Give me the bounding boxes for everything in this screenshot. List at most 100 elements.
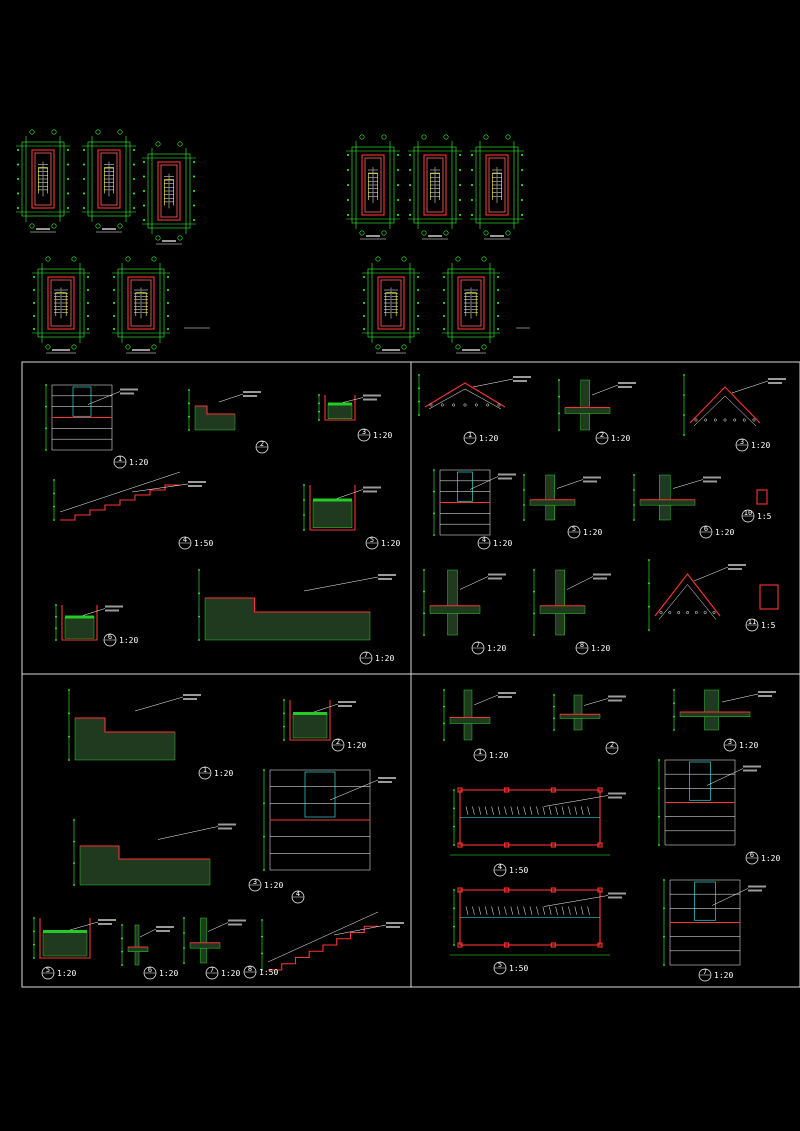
roof-tile (742, 418, 746, 422)
plan-caption-text (52, 349, 70, 351)
plan-hatch (491, 806, 494, 815)
grid-bubble (421, 134, 427, 140)
roof-layer (428, 388, 502, 410)
dim-tick (497, 315, 499, 317)
detail-scale: 1:20 (489, 751, 508, 760)
annotation-leader (591, 384, 619, 396)
dim-tick (363, 328, 365, 330)
dim-tick (303, 499, 305, 501)
plan-hatch (536, 906, 539, 915)
detail-number: 3 (253, 878, 257, 886)
column (457, 942, 463, 948)
dim-tick (263, 835, 265, 838)
roof-layer (658, 584, 717, 620)
section-detail (68, 689, 201, 761)
stair-direction-arrow (385, 292, 397, 316)
finish-line (75, 717, 175, 733)
grid-bubble (29, 129, 35, 135)
dim-tick (133, 192, 135, 195)
annotation-text (243, 395, 257, 397)
dim-tick (497, 328, 499, 330)
grid-bubble (95, 129, 101, 135)
detail-number: 5 (498, 961, 502, 969)
slab-section (564, 407, 611, 414)
dim-tick (87, 276, 89, 278)
dim-tick (33, 302, 35, 304)
section-detail (663, 879, 766, 966)
plan-hatch (548, 806, 552, 815)
column (597, 887, 603, 893)
section-detail (53, 471, 206, 521)
plan-wall-inner (488, 157, 506, 213)
dim-tick (443, 328, 445, 330)
plan-dimension-frame (87, 141, 131, 217)
column (550, 842, 556, 848)
plan-wall-outline (127, 276, 155, 330)
plan-hatch (555, 806, 558, 815)
dim-tick (53, 479, 55, 481)
detail-scale: 1:20 (347, 741, 366, 750)
dim-tick (397, 184, 399, 186)
dim-tick (471, 184, 473, 186)
plan-wall-outline (423, 154, 447, 216)
dim-tick (87, 289, 89, 291)
dim-tick (658, 815, 660, 818)
plan-wall-outline (377, 276, 405, 330)
slab-section (449, 717, 491, 724)
sheet-frames (21, 361, 800, 988)
dim-tick (33, 943, 35, 946)
annotation-text (218, 823, 236, 826)
grid-bubble (51, 129, 57, 135)
roof-tile (486, 403, 490, 407)
dim-tick (409, 154, 411, 156)
pit-outline (289, 700, 331, 741)
dim-tick (68, 735, 70, 738)
dim-tick (143, 219, 145, 221)
detail-scale: 1:20 (591, 644, 610, 653)
dim-tick (67, 178, 69, 180)
small-detail-11 (759, 584, 779, 610)
detail-scale: 1:20 (583, 528, 602, 537)
dim-tick (648, 559, 650, 561)
annotation-leader (469, 476, 499, 490)
dim-tick (121, 964, 123, 966)
dim-tick (113, 315, 115, 317)
dim-tick (521, 214, 523, 216)
plan-wall-outline (457, 276, 485, 330)
dim-tick (459, 169, 461, 171)
dim-tick (423, 634, 425, 636)
dim-tick (443, 302, 445, 304)
annotation-leader (131, 483, 189, 493)
detail-number: 1 (478, 748, 482, 756)
annotation-leader (157, 826, 219, 840)
detail-scale: 1:20 (739, 741, 758, 750)
dim-tick (45, 405, 47, 408)
detail-scale: 1:20 (57, 969, 76, 978)
dim-tick (261, 919, 263, 921)
wall-section (555, 569, 565, 636)
dim-tick (673, 689, 675, 691)
section-detail (303, 484, 381, 531)
dim-tick (83, 149, 85, 151)
dim-tick (263, 769, 265, 771)
planting-layer (293, 712, 327, 715)
roof-tile (668, 611, 672, 614)
plan-hatch (523, 906, 526, 915)
annotation-text (378, 578, 392, 580)
dim-tick (167, 276, 169, 278)
detail-number: 2 (600, 431, 604, 439)
dim-tick (347, 169, 349, 171)
section-detail (33, 917, 116, 959)
dim-tick (67, 163, 69, 166)
pit-outline (309, 485, 356, 531)
annotation-text (98, 923, 112, 925)
annotation-leader (706, 768, 744, 786)
detail-number: 1 (468, 431, 472, 439)
dim-tick (188, 389, 190, 391)
grid-bubble (481, 256, 487, 262)
dim-tick (553, 717, 555, 720)
roof-tile (712, 611, 716, 614)
